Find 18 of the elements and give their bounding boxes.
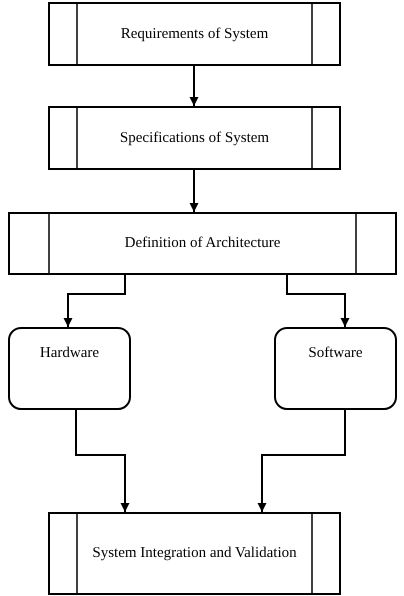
predefined-process-box xyxy=(8,212,397,275)
node-label: Requirements of System xyxy=(120,24,270,44)
node-label: Hardware xyxy=(38,344,100,363)
arrow xyxy=(75,410,130,512)
node-label: Definition of Architecture xyxy=(124,234,282,253)
rounded-process-box xyxy=(8,327,131,410)
arrow xyxy=(190,66,198,106)
predefined-process-box xyxy=(48,106,341,170)
arrow xyxy=(258,410,346,512)
node-label: System Integration and Validation xyxy=(91,544,298,563)
rounded-process-box xyxy=(274,327,397,410)
arrow xyxy=(64,275,126,327)
node-label: Software xyxy=(307,344,364,363)
arrow xyxy=(190,170,198,212)
arrow xyxy=(286,275,350,327)
node-label: Specifications of System xyxy=(118,128,270,148)
predefined-process-box xyxy=(48,512,341,595)
predefined-process-box xyxy=(48,2,341,66)
